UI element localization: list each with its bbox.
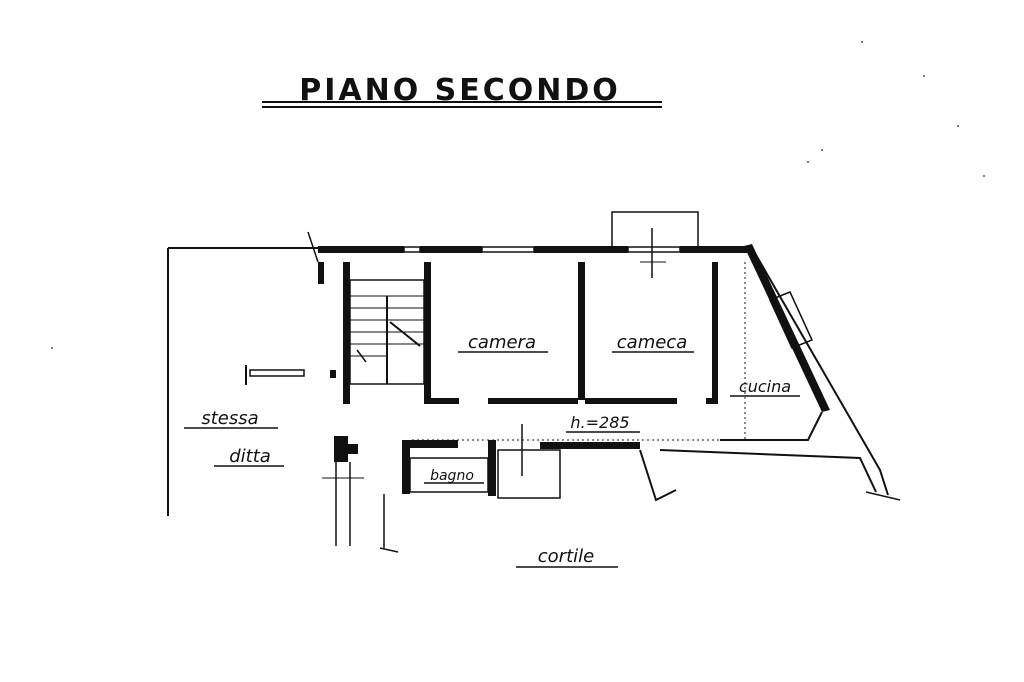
- label-cortile: cortile: [538, 546, 594, 567]
- room-label-camera-2: cameca: [617, 332, 687, 353]
- interior-walls: [412, 262, 746, 441]
- room-label-bagno: bagno: [430, 468, 474, 484]
- label-stessa: stessa: [201, 408, 258, 429]
- bathroom-block: [379, 424, 640, 553]
- room-label-camera-1: camera: [468, 332, 536, 353]
- adjacent-boundary: [167, 247, 318, 516]
- label-ditta: ditta: [229, 446, 271, 467]
- outer-walls: [318, 211, 901, 502]
- scan-specks: [51, 41, 985, 349]
- room-label-cucina: cucina: [739, 377, 791, 396]
- height-note: h.=285: [570, 413, 629, 432]
- column-element: [322, 436, 364, 546]
- staircase: [307, 231, 431, 404]
- plan-title: PIANO SECONDO: [262, 73, 662, 108]
- stub-element: [245, 365, 336, 385]
